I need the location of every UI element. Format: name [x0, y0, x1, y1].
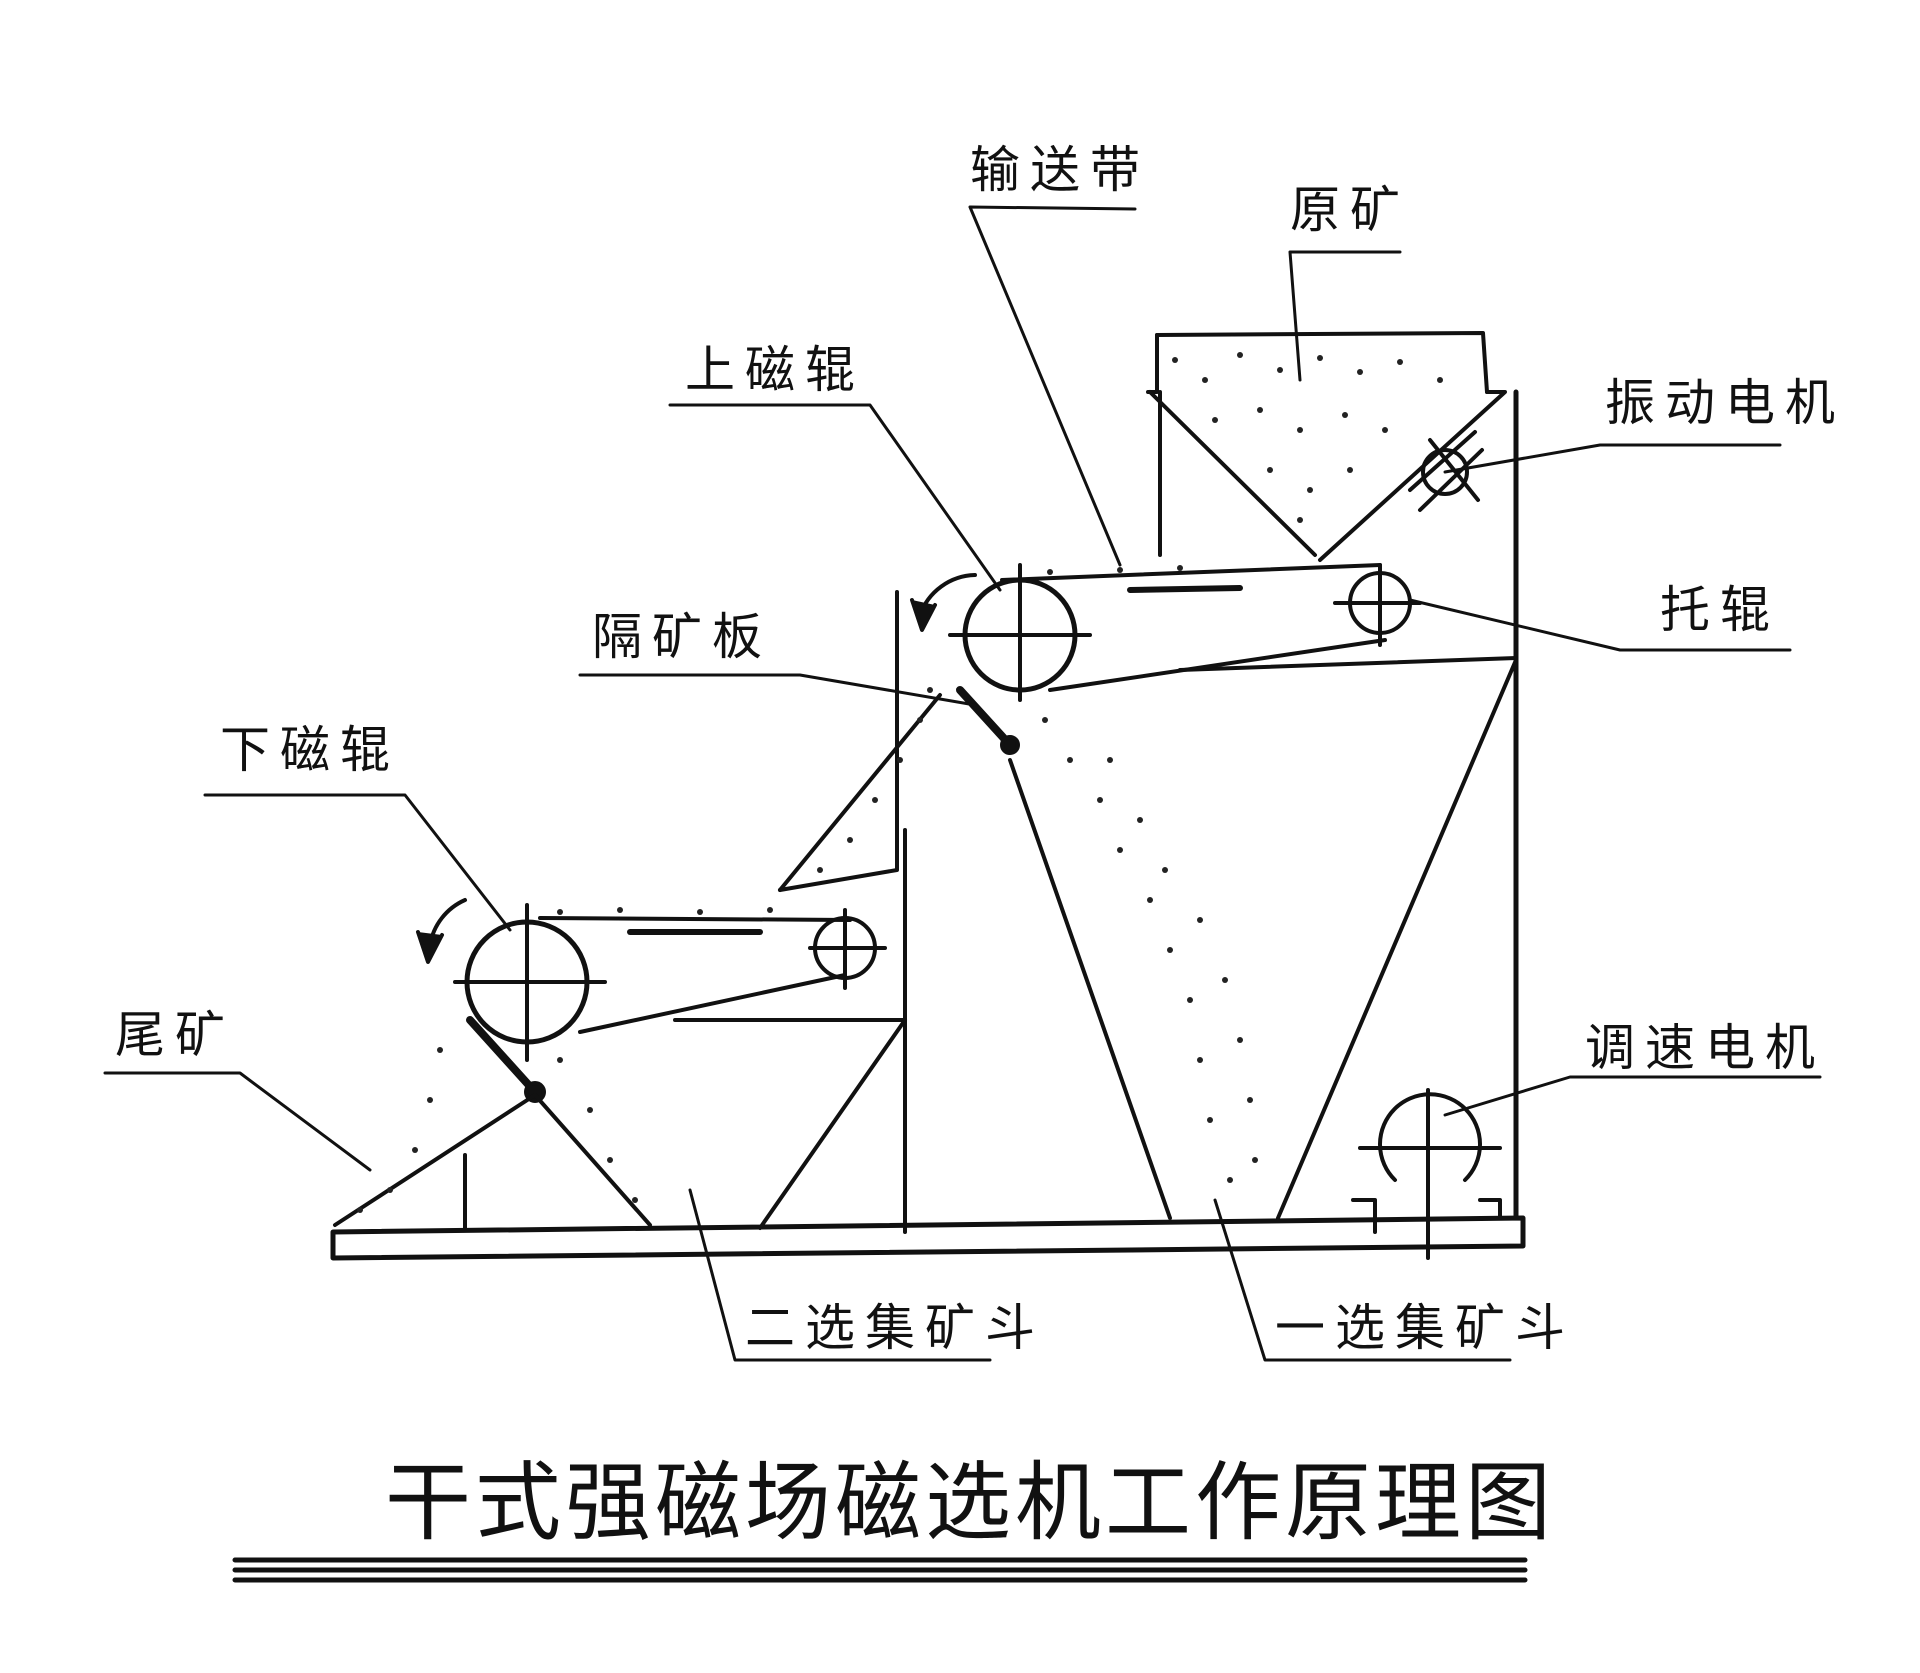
ore-bin-left: [1146, 333, 1159, 394]
leader-upper-roller: [668, 403, 1002, 592]
leader-tailings: [103, 1071, 372, 1172]
leader-idler-roller: [1408, 598, 1792, 652]
tailings-chute: [333, 1093, 652, 1227]
first-hopper-wall-left: [1008, 758, 1172, 1220]
label-first-hopper: 一选集矿斗: [1275, 1299, 1575, 1357]
diagram-title: 干式强磁场磁选机工作原理图: [385, 1453, 1555, 1553]
label-tailings: 尾矿: [115, 1006, 235, 1064]
speed-motor-cross: [1358, 1088, 1502, 1260]
leader-second-hopper: [688, 1188, 992, 1362]
label-conveyor-belt: 输送带: [970, 141, 1150, 199]
lower-roller-cross: [453, 903, 607, 1062]
label-ore-separator-plate: 隔矿板: [592, 608, 772, 666]
leader-raw-ore: [1288, 250, 1402, 382]
speed-motor-feet: [1351, 1198, 1502, 1234]
lower-rotation-arrowhead: [416, 930, 444, 964]
leader-first-hopper: [1213, 1198, 1512, 1362]
upper-separator-plate: [956, 686, 1014, 749]
leader-conveyor-belt: [968, 205, 1137, 567]
first-hopper-wall-right: [1276, 658, 1518, 1220]
label-second-hopper: 二选集矿斗: [745, 1299, 1045, 1357]
upper-chute-left: [778, 590, 899, 892]
lower-separator-plate: [466, 1016, 539, 1096]
label-vibration-motor: 振动电机: [1605, 374, 1845, 432]
frame-crossbar: [1178, 656, 1518, 672]
leader-lower-roller: [203, 793, 512, 932]
title-underline: [232, 1557, 1528, 1583]
label-raw-ore: 原矿: [1290, 181, 1410, 239]
base-platform: [330, 1215, 1526, 1261]
leader-vibration-motor: [1443, 443, 1782, 474]
upper-chute-right: [778, 693, 942, 892]
leader-speed-motor: [1443, 1075, 1822, 1117]
second-hopper-wall: [758, 1018, 907, 1230]
upper-belt-top: [1000, 563, 1382, 582]
label-idler-roller: 托辊: [1660, 581, 1780, 639]
leader-separator-plate: [578, 673, 977, 707]
label-lower-roller: 下磁辊: [220, 721, 400, 779]
lower-belt-bottom: [578, 973, 847, 1034]
upper-belt-bottom: [1048, 638, 1387, 692]
lower-idler-cross: [808, 908, 887, 990]
upper-belt-bar: [1127, 585, 1243, 593]
label-upper-roller: 上磁辊: [685, 341, 865, 399]
upper-rotation-arrowhead: [910, 598, 937, 632]
idler-roller-cross: [1333, 563, 1422, 647]
ore-bin-slope-left: [1148, 390, 1317, 557]
upper-roller-cross: [948, 563, 1092, 702]
lower-belt-top: [538, 916, 852, 922]
label-speed-motor: 调速电机: [1585, 1019, 1825, 1077]
ore-bin-top: [1155, 331, 1489, 394]
vibration-motor-body: [1421, 448, 1469, 496]
ore-bin-slope-right: [1318, 390, 1507, 562]
